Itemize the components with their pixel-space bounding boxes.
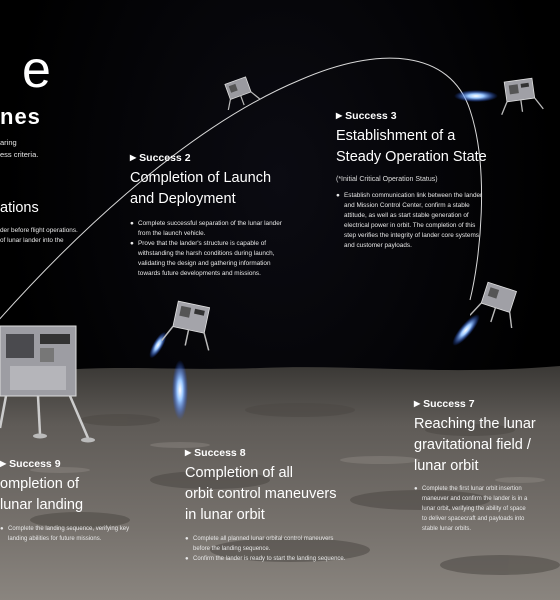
success-2-heading: Completion of Launch and Deployment xyxy=(130,170,272,207)
triangle-icon: ▶ xyxy=(130,153,137,162)
bullet-icon: ● xyxy=(414,486,418,492)
success-2-tag: ▶Success 2 xyxy=(130,152,191,164)
success-8-bullets: ●Complete all planned lunar orbital cont… xyxy=(185,536,346,562)
success-2-bullets: ●Complete successful separation of the l… xyxy=(130,220,282,277)
triangle-icon: ▶ xyxy=(185,448,192,457)
lander-icon xyxy=(470,281,518,328)
page-subtitle-fragment: nes xyxy=(0,104,41,129)
left-ops-text: der before flight operations. of lunar l… xyxy=(0,227,78,244)
success-3-note: (*Initial Critical Operation Status) xyxy=(336,176,438,183)
lander-icon xyxy=(0,325,95,443)
success-9-heading: ompletion of lunar landing xyxy=(0,476,84,513)
bullet-icon: ● xyxy=(185,556,189,562)
bullet-icon: ● xyxy=(130,220,134,227)
lander-icon xyxy=(161,300,211,351)
success-3-tag: ▶Success 3 xyxy=(336,110,397,122)
success-9-tag: ▶Success 9 xyxy=(0,458,61,470)
bullet-icon: ● xyxy=(336,192,340,199)
bullet-icon: ● xyxy=(0,526,4,532)
success-8-heading: Completion of all orbit control maneuver… xyxy=(185,465,337,523)
success-3-block: ▶Success 3 Establishment of a Steady Ope… xyxy=(336,110,487,251)
triangle-icon: ▶ xyxy=(414,399,421,408)
left-ops-heading: ations xyxy=(0,200,39,216)
success-9-bullets: ●Complete the landing sequence, verifyin… xyxy=(0,526,130,542)
success-2-block: ▶Success 2 Completion of Launch and Depl… xyxy=(130,152,282,279)
triangle-icon: ▶ xyxy=(0,459,7,468)
success-8-tag: ▶Success 8 xyxy=(185,447,246,459)
success-3-heading: Establishment of a Steady Operation Stat… xyxy=(336,128,487,165)
bullet-icon: ● xyxy=(130,240,134,247)
lunar-surface xyxy=(0,366,560,600)
success-3-bullets: ●Establish communication link between th… xyxy=(336,192,483,249)
triangle-icon: ▶ xyxy=(336,111,343,120)
success-9-block: ▶Success 9 ompletion of lunar landing ●C… xyxy=(0,458,129,544)
success-7-heading: Reaching the lunar gravitational field /… xyxy=(414,416,536,474)
bullet-icon: ● xyxy=(185,536,189,542)
success-8-block: ▶Success 8 Completion of all orbit contr… xyxy=(185,447,345,564)
page-title-fragment: e xyxy=(22,41,51,99)
success-7-bullets: ●Complete the first lunar orbit insertio… xyxy=(414,486,528,532)
success-7-block: ▶Success 7 Reaching the lunar gravitatio… xyxy=(414,398,536,534)
lander-icon xyxy=(224,76,260,110)
lander-icon xyxy=(501,77,544,115)
success-7-tag: ▶Success 7 xyxy=(414,398,475,410)
intro-text: aring ess criteria. xyxy=(0,138,39,159)
